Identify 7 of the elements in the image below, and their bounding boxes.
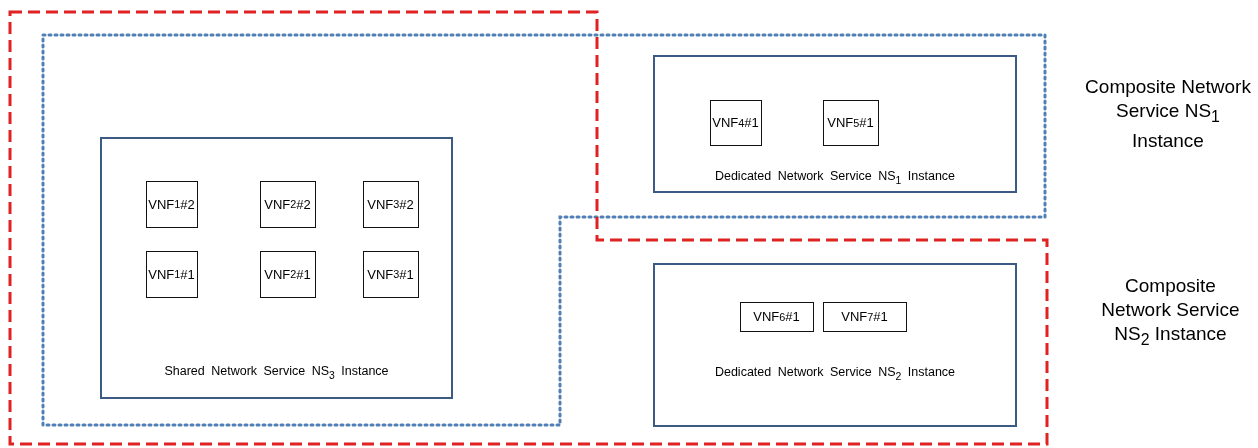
region-label: Composite Network Service NS$_{2}$ Instance (1100, 274, 1241, 350)
service-label: Dedicated Network Service NS$_{1}$ Instance (714, 169, 956, 186)
service-box (653, 55, 1017, 193)
service-box (653, 263, 1017, 427)
service-label: Shared Network Service NS$_{3}$ Instance (164, 364, 389, 381)
region-label: Composite Network Service NS$_{1}$ Instance (1084, 75, 1252, 153)
service-label: Dedicated Network Service NS$_{2}$ Instance (714, 365, 956, 382)
